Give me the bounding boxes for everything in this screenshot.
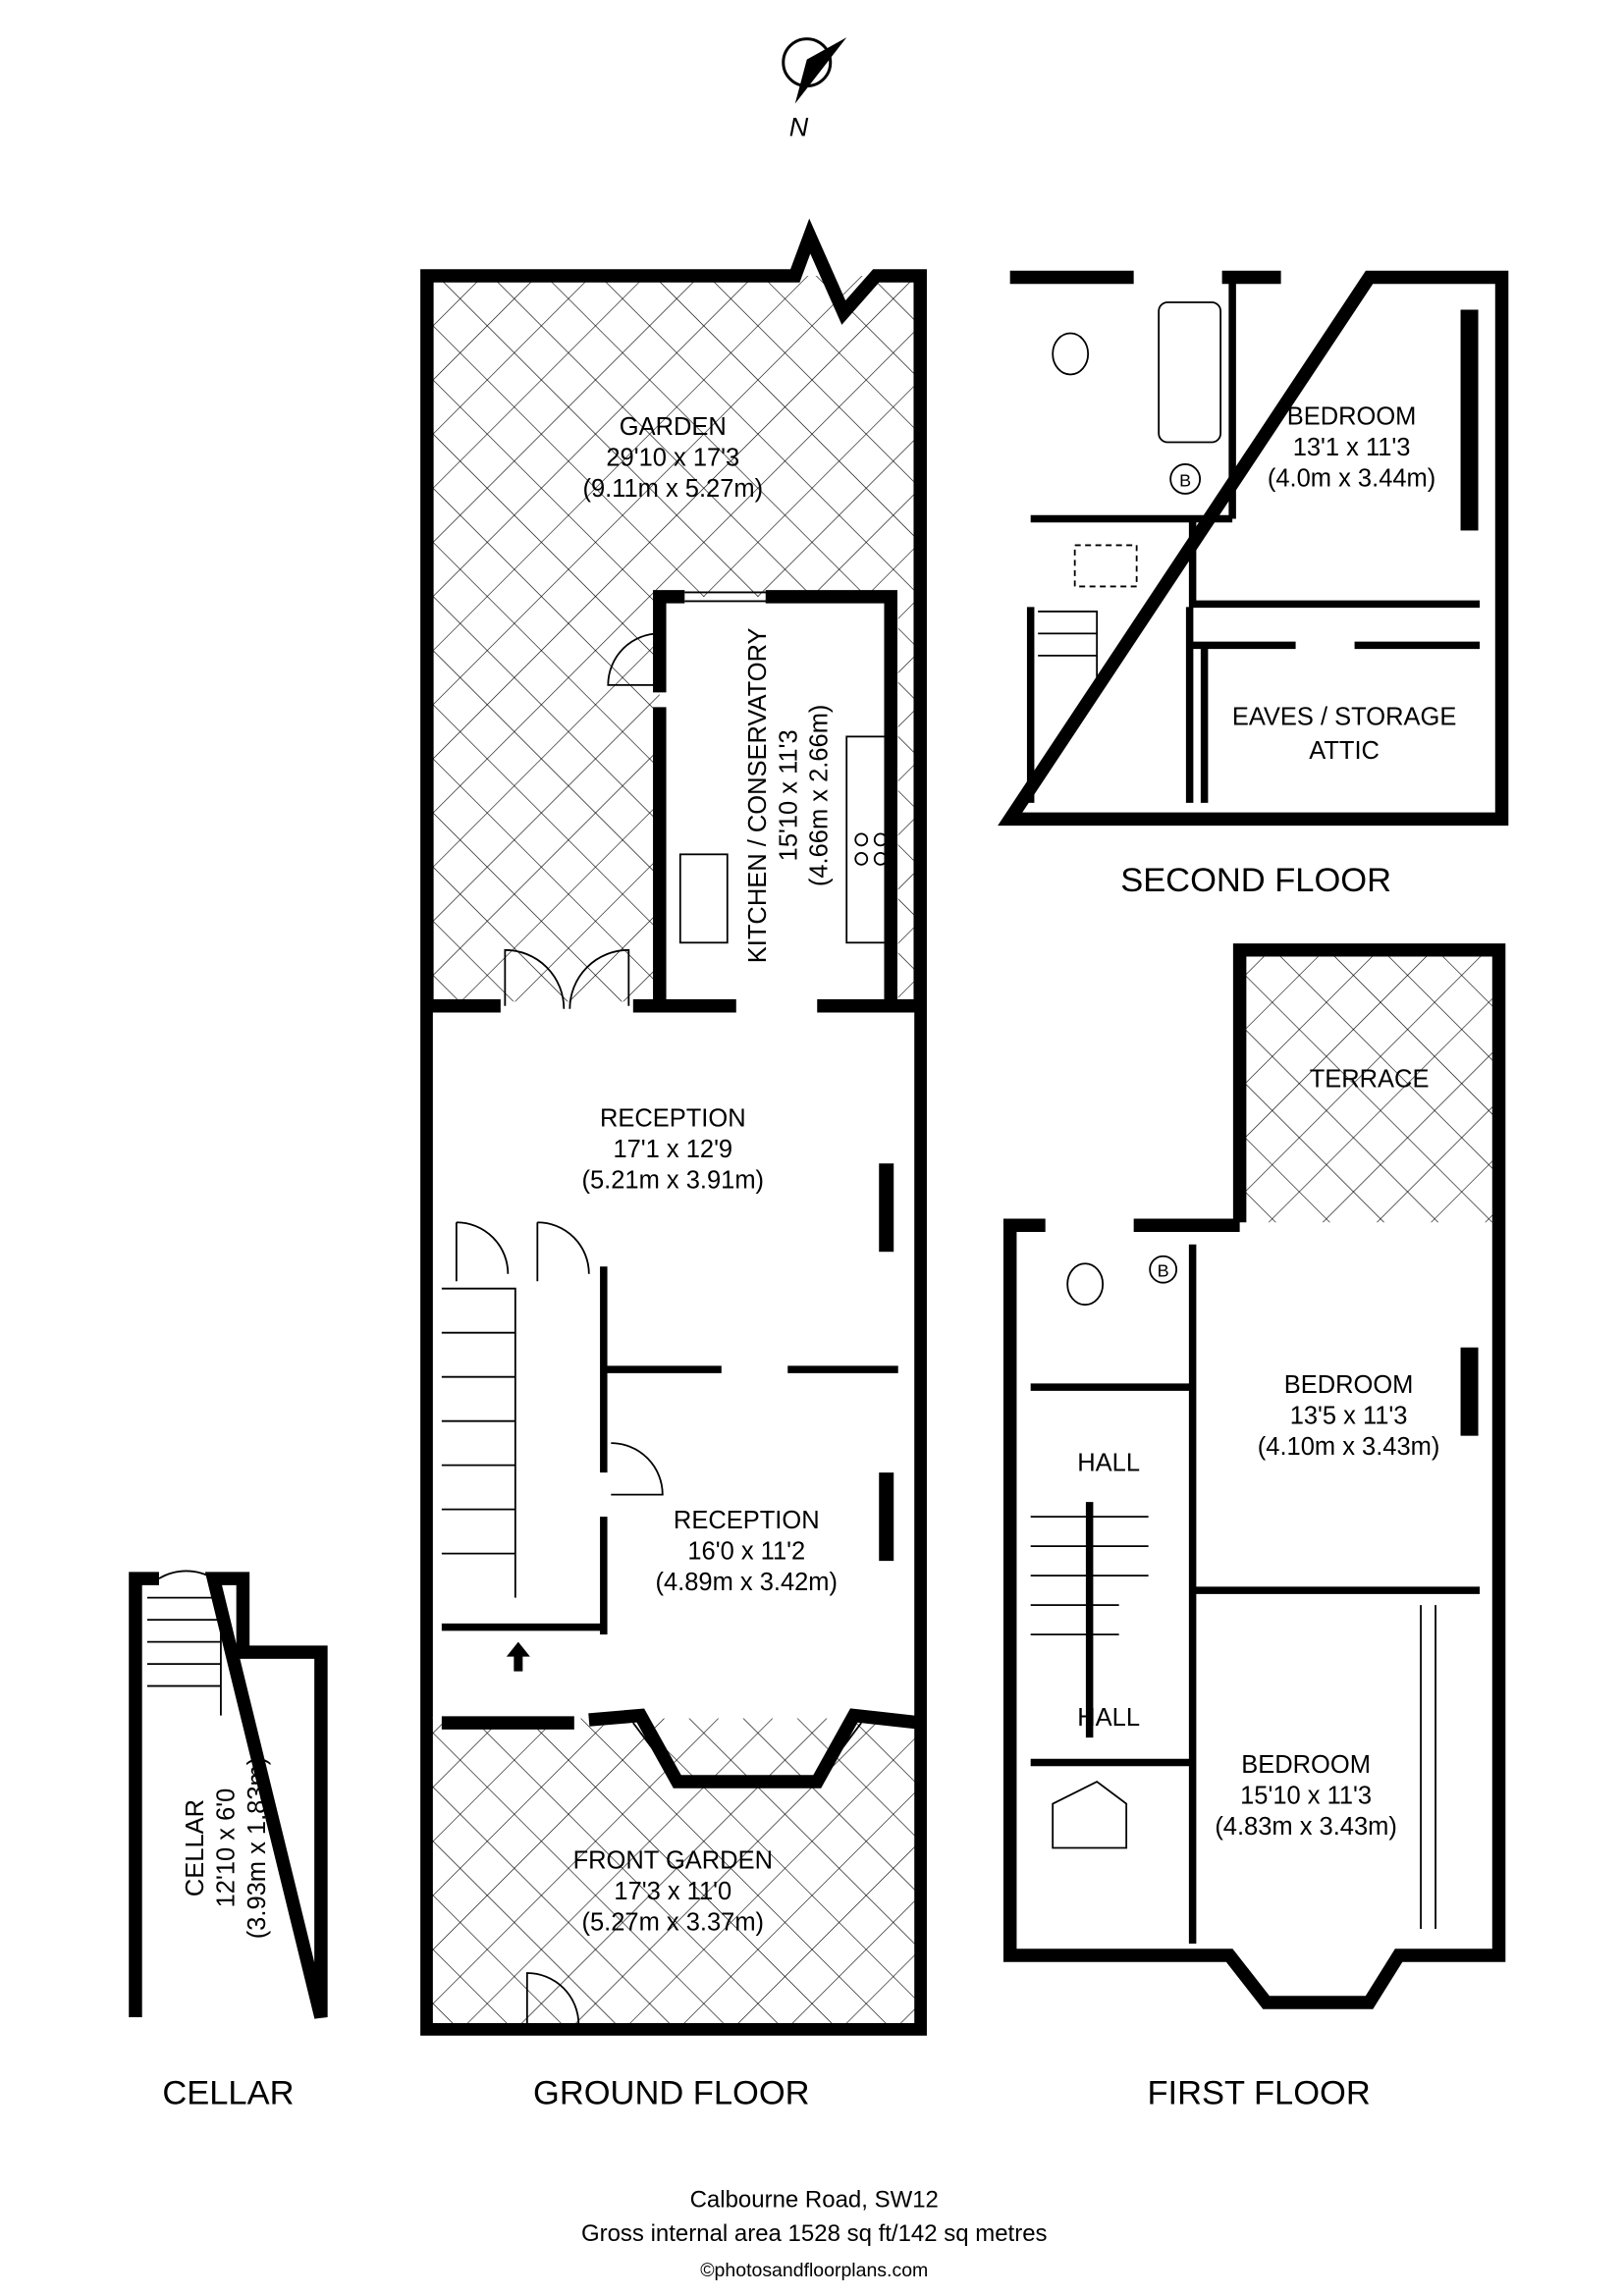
room-size-imperial: 16'0 x 11'2 bbox=[687, 1538, 805, 1566]
ground-floor-plan bbox=[420, 218, 927, 2036]
room-size-imperial: 13'5 x 11'3 bbox=[1290, 1403, 1408, 1430]
room-name: TERRACE bbox=[1310, 1065, 1430, 1093]
room-size-metric: (4.0m x 3.44m) bbox=[1268, 464, 1435, 492]
compass-north-label: N bbox=[789, 113, 809, 142]
address: Calbourne Road, SW12 bbox=[690, 2186, 939, 2213]
cellar-plan bbox=[129, 1570, 328, 2019]
room-size-imperial: 13'1 x 11'3 bbox=[1293, 434, 1411, 461]
copyright: ©photosandfloorplans.com bbox=[700, 2260, 928, 2281]
room-size-metric: (4.89m x 3.42m) bbox=[655, 1569, 838, 1596]
room-size-metric: (4.83m x 3.43m) bbox=[1215, 1813, 1397, 1841]
terrace-area bbox=[1239, 949, 1499, 1223]
room-name: GARDEN bbox=[620, 413, 727, 441]
room-size-imperial: 17'1 x 12'9 bbox=[613, 1136, 732, 1163]
room-name: RECEPTION bbox=[600, 1105, 746, 1133]
second-floor-labels: BEDROOM 13'1 x 11'3 (4.0m x 3.44m) EAVES… bbox=[1120, 402, 1456, 898]
room-size-imperial: 15'10 x 11'3 bbox=[1240, 1783, 1372, 1810]
room-name: CELLAR bbox=[182, 1799, 209, 1896]
boiler-label: B bbox=[1158, 1261, 1169, 1281]
cellar-labels: CELLAR 12'10 x 6'0 (3.93m x 1.83m) bbox=[182, 1757, 271, 1940]
room-size-metric: (4.10m x 3.43m) bbox=[1258, 1433, 1440, 1461]
room-size-imperial: 12'10 x 6'0 bbox=[212, 1789, 240, 1908]
room-size-imperial: 15'10 x 11'3 bbox=[775, 729, 802, 861]
first-floor-plan: B bbox=[1002, 943, 1506, 2009]
room-name: BEDROOM bbox=[1241, 1751, 1371, 1779]
room-name: HALL bbox=[1077, 1450, 1140, 1477]
room-size-imperial: 29'10 x 17'3 bbox=[606, 444, 739, 471]
second-floor-plan: B bbox=[998, 270, 1509, 827]
first-floor-title: FIRST FLOOR bbox=[1147, 2074, 1370, 2111]
room-name: KITCHEN / CONSERVATORY bbox=[744, 627, 772, 963]
room-name: BEDROOM bbox=[1287, 402, 1417, 430]
second-floor-title: SECOND FLOOR bbox=[1120, 862, 1391, 899]
ground-floor-title: GROUND FLOOR bbox=[533, 2074, 810, 2111]
room-name: EAVES / STORAGE bbox=[1232, 703, 1457, 730]
boiler-label: B bbox=[1179, 470, 1191, 490]
first-floor-labels: TERRACE BEDROOM 13'5 x 11'3 (4.10m x 3.4… bbox=[1077, 1065, 1439, 2111]
room-name: BEDROOM bbox=[1284, 1371, 1414, 1399]
room-name: HALL bbox=[1077, 1704, 1140, 1732]
room-size-metric: (3.93m x 1.83m) bbox=[244, 1757, 271, 1940]
room-size-metric: (4.66m x 2.66m) bbox=[806, 705, 834, 887]
gross-area: Gross internal area 1528 sq ft/142 sq me… bbox=[581, 2220, 1048, 2247]
cellar-title: CELLAR bbox=[162, 2074, 294, 2111]
room-size-imperial: 17'3 x 11'0 bbox=[614, 1878, 731, 1905]
room-name: FRONT GARDEN bbox=[573, 1847, 773, 1875]
room-size-metric: (5.21m x 3.91m) bbox=[582, 1167, 765, 1195]
compass-icon: N bbox=[782, 37, 847, 142]
room-name: RECEPTION bbox=[674, 1507, 820, 1534]
room-sub: ATTIC bbox=[1309, 737, 1380, 765]
ground-floor-labels: GARDEN 29'10 x 17'3 (9.11m x 5.27m) KITC… bbox=[533, 413, 838, 2111]
room-size-metric: (9.11m x 5.27m) bbox=[582, 475, 763, 503]
room-size-metric: (5.27m x 3.37m) bbox=[582, 1909, 765, 1937]
